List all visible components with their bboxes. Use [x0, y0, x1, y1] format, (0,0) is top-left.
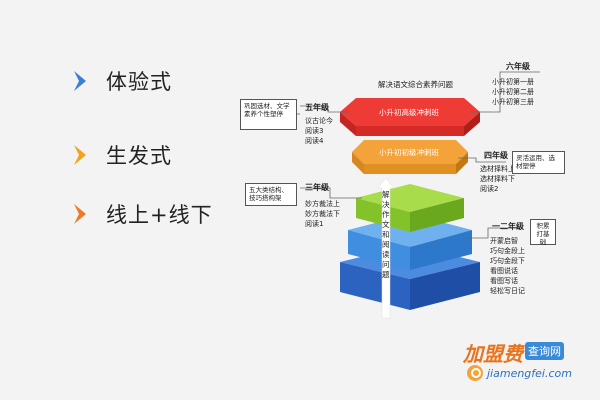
- connector-lines: [296, 71, 540, 239]
- list-item: 体验式: [70, 66, 172, 96]
- watermark-url: jiamengfei.com: [487, 367, 572, 380]
- grade5-item: 阅读4: [305, 137, 324, 145]
- grade4-note-box: 灵活运用、选材塑停: [512, 151, 565, 174]
- pyramid-level-1-label: 小升初高级冲刺班: [379, 108, 439, 117]
- grade12-item: 巧句金段上: [490, 247, 525, 255]
- grade5-item: 阅读3: [305, 127, 324, 135]
- grade4-item: 阅读2: [480, 185, 499, 193]
- grade4-item: 选材择料下: [480, 175, 515, 183]
- pyramid-top-caption: 解决语文综合素养问题: [378, 80, 453, 89]
- layer-red: [340, 98, 480, 136]
- grade6-item: 小升初第一册: [492, 78, 534, 86]
- grade3-title: 三年级: [305, 183, 329, 192]
- list-item-label: 体验式: [106, 70, 172, 94]
- grade12-item: 巧句金段下: [490, 257, 525, 265]
- grade5-note-box: 巩固选材、文学素养个性塑停: [240, 99, 297, 130]
- grade4-title: 四年级: [484, 151, 508, 160]
- watermark: 加盟费 查询网 jiamengfei.com: [463, 338, 573, 388]
- grade12-item: 看图说话: [490, 267, 518, 275]
- grade3-item: 阅读1: [305, 220, 324, 228]
- grade12-item: 轻松写日记: [490, 287, 525, 295]
- pyramid-level-2-label: 小升初初级冲刺班: [379, 148, 439, 157]
- grade4-item: 选材择料上: [480, 165, 515, 173]
- list-item: 生发式: [70, 140, 172, 170]
- grade6-item: 小升初第二册: [492, 88, 534, 96]
- list-item: 线上+线下: [70, 199, 213, 229]
- grade12-item: 开蒙启智: [490, 237, 518, 245]
- arrow-up-icon: [377, 177, 395, 319]
- list-item-label: 生发式: [106, 144, 172, 168]
- chevron-right-icon: [74, 145, 86, 165]
- grade6-title: 六年级: [506, 62, 530, 71]
- list-item-label: 线上+线下: [106, 203, 213, 227]
- grade12-note-box: 积累打基础: [530, 219, 556, 246]
- chevron-right-icon: [74, 71, 86, 91]
- layer-orange: [352, 140, 468, 174]
- chevron-right-icon: [74, 204, 86, 224]
- grade5-title: 五年级: [305, 103, 329, 112]
- grade3-item: 妙方裁法下: [305, 210, 340, 218]
- watermark-brand: 加盟费: [463, 342, 523, 366]
- search-icon: [467, 365, 483, 381]
- grade12-item: 看图写话: [490, 277, 518, 285]
- pyramid-vertical-text: 解决作文和阅读问题: [382, 190, 390, 279]
- watermark-tag: 查询网: [525, 342, 564, 360]
- grade5-item: 议古论今: [305, 117, 333, 125]
- grade6-item: 小升初第三册: [492, 98, 534, 106]
- grade12-title: 一二年级: [492, 222, 524, 231]
- grade3-item: 妙方裁法上: [305, 200, 340, 208]
- grade3-note-box: 五大类结构、技巧搭构架: [245, 183, 297, 206]
